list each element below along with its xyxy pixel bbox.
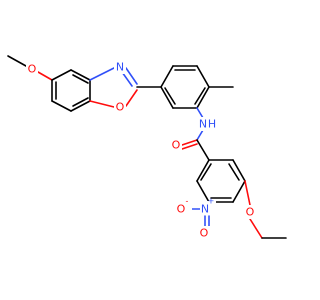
bond-benzoyl-6-inner <box>200 163 212 181</box>
o-ethoxy-label: O <box>246 206 255 219</box>
bond-aryl-4 <box>196 86 210 109</box>
n-oxazole-bg <box>114 60 126 74</box>
bond-oxazole-o-c2 <box>125 89 138 107</box>
n-nitro-charge: + <box>208 197 215 206</box>
o-nitro-left-charge: - <box>186 197 189 206</box>
bond-aryl-6-inner <box>164 87 176 105</box>
bond-benzo-6 <box>51 69 72 81</box>
o-ethoxy-bg <box>244 205 256 219</box>
o-nitro-left-bg <box>178 202 192 216</box>
bond-benzo-5-inner <box>72 74 89 84</box>
molecule-structure-diagram: O N O N H O N + O - O O <box>7 55 287 240</box>
bond-benzoyl-3 <box>232 180 246 203</box>
bond-carbonyl-o-double <box>181 143 198 150</box>
bond-aryl-1 <box>160 65 174 88</box>
bond-aryl-6 <box>160 86 174 109</box>
bond-benzoyl-2-inner <box>228 163 240 181</box>
bond-n-carbonyl <box>196 129 204 141</box>
o-nitro-left-label: O <box>177 203 186 216</box>
bond-aryl-4-inner <box>194 87 206 105</box>
bond-benzo-5 <box>70 69 91 81</box>
bond-benzo-2 <box>51 100 72 112</box>
bond-methoxy-o-ring <box>37 71 53 81</box>
bond-benzoyl-link <box>196 139 210 161</box>
n-nitro-label: N <box>201 203 209 216</box>
bond-benzoyl-6 <box>196 159 210 182</box>
bonds-layer <box>7 55 287 239</box>
o-methoxy-bg <box>26 62 38 76</box>
bond-oxazole-n-c2 <box>125 67 138 85</box>
h-amide-label: H <box>208 118 216 131</box>
bond-aryl-n <box>196 107 204 119</box>
bond-benzoyl-2 <box>232 159 246 182</box>
o-carbonyl-label: O <box>172 139 181 152</box>
n-amide-bg <box>197 117 219 131</box>
bond-aryl-3 <box>196 65 210 88</box>
bond-oxazole-c-o <box>89 100 115 108</box>
bond-carbonyl-o <box>181 139 198 146</box>
atom-labels-layer: O N O N H O N + O - O O <box>26 60 256 240</box>
n-nitro-bg <box>200 201 216 215</box>
bond-benzo-3-inner <box>72 97 89 107</box>
n-amide-label: N <box>199 118 207 131</box>
bond-methyl-methoxy <box>7 55 27 67</box>
bond-ring-ethoxy-o <box>244 180 251 206</box>
n-oxazole-label: N <box>116 61 124 74</box>
bond-benzoyl-5 <box>196 180 210 203</box>
bond-ethoxy-o-ch2 <box>249 218 263 239</box>
o-oxazole-label: O <box>116 101 125 114</box>
o-oxazole-bg <box>114 100 126 114</box>
bond-oxazole-c-n <box>89 67 115 81</box>
bond-benzo-3 <box>70 100 91 112</box>
o-methoxy-label: O <box>28 63 37 76</box>
o-carbonyl-bg <box>170 138 182 152</box>
o-nitro-bottom-label: O <box>200 227 209 240</box>
bond-oxazole-n-c2-double <box>121 71 133 87</box>
o-nitro-bottom-bg <box>198 226 210 240</box>
